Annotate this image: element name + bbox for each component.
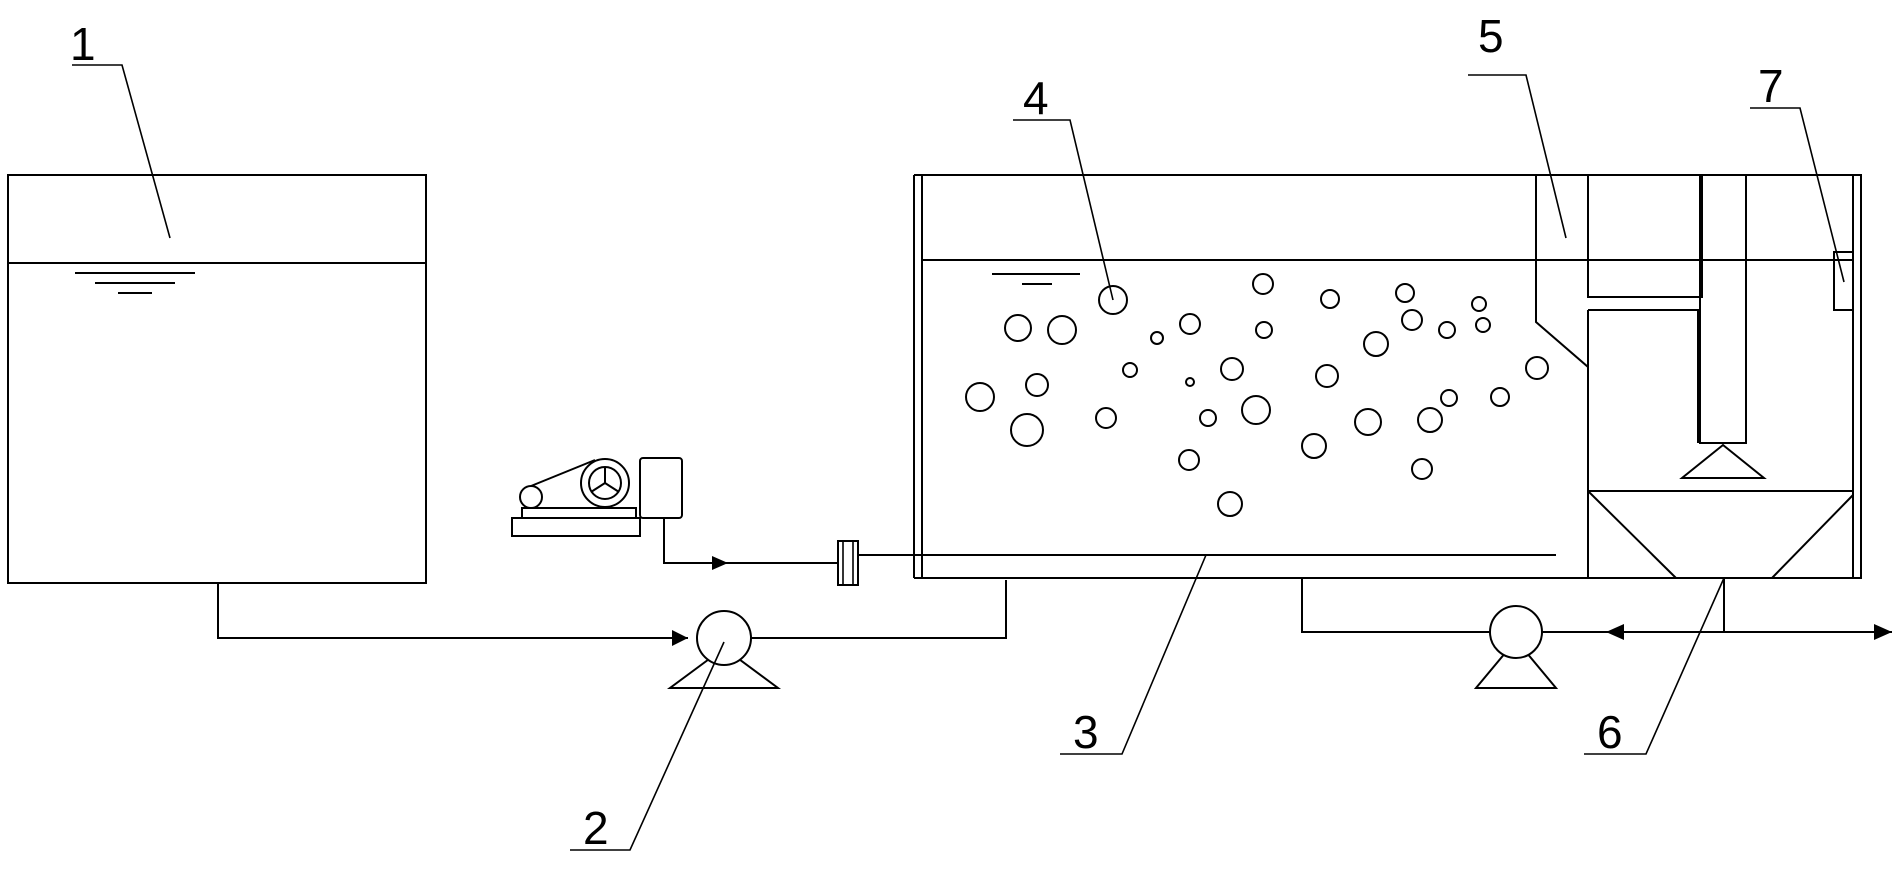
air-blower <box>511 457 683 537</box>
bubble <box>1025 373 1049 397</box>
bubble <box>1095 407 1117 429</box>
bubble <box>1150 331 1164 345</box>
overflow-outlet-7 <box>1833 251 1854 311</box>
pump-icon <box>696 610 752 666</box>
discharge-arrow-icon <box>1874 624 1892 640</box>
flow-arrow-icon <box>672 630 688 646</box>
bubble <box>1354 408 1382 436</box>
deflector-cone <box>1679 443 1767 479</box>
label-7: 7 <box>1758 60 1784 112</box>
motor-icon <box>519 485 543 509</box>
pump-base-icon <box>1473 638 1559 689</box>
component-labels: 1 2 3 4 5 6 7 <box>70 10 1784 854</box>
bubble <box>1241 395 1271 425</box>
bubble <box>1395 283 1415 303</box>
storage-tank-1 <box>7 174 427 584</box>
bubble <box>1438 321 1456 339</box>
separator-baffle-5 <box>1535 175 1854 579</box>
label-5: 5 <box>1478 10 1504 62</box>
bubble <box>1185 377 1195 387</box>
bubble <box>1490 387 1510 407</box>
bubble <box>1401 309 1423 331</box>
air-pipe <box>663 518 1556 586</box>
bubble <box>1440 389 1458 407</box>
return-arrow-icon <box>1606 624 1624 640</box>
bubble <box>1098 285 1128 315</box>
bubble <box>1004 314 1032 342</box>
bubble <box>1363 331 1389 357</box>
bubble <box>1525 356 1549 380</box>
bubble <box>1220 357 1244 381</box>
pump-base-icon <box>666 646 782 689</box>
bubble <box>1417 407 1443 433</box>
bubble <box>1122 362 1138 378</box>
pump-icon <box>1489 605 1543 659</box>
feed-pump-2 <box>666 610 782 689</box>
bubble <box>1047 315 1077 345</box>
sludge-line <box>1301 578 1892 640</box>
bubble <box>1199 409 1217 427</box>
inlet-pipe <box>217 580 1007 646</box>
leader-lines <box>72 64 1845 851</box>
bubble <box>1471 296 1487 312</box>
bubble <box>1315 364 1339 388</box>
label-6: 6 <box>1597 706 1623 758</box>
bubble <box>965 382 995 412</box>
air-valve <box>837 540 859 586</box>
bubble <box>1178 449 1200 471</box>
air-bubbles <box>965 273 1549 517</box>
label-1: 1 <box>70 18 96 70</box>
bubble <box>1301 433 1327 459</box>
bubble <box>1179 313 1201 335</box>
label-4: 4 <box>1023 72 1049 124</box>
bubble <box>1411 458 1433 480</box>
label-3: 3 <box>1073 706 1099 758</box>
bubble <box>1255 321 1273 339</box>
bubble <box>1320 289 1340 309</box>
bubble <box>1475 317 1491 333</box>
bubble <box>1217 491 1243 517</box>
label-2: 2 <box>583 802 609 854</box>
outlet-weir <box>1587 175 1854 479</box>
bubble <box>1010 413 1044 447</box>
bubble <box>1252 273 1274 295</box>
fan-wheel-icon <box>580 458 630 508</box>
reactor-tank <box>913 174 1862 579</box>
sludge-pump <box>1473 605 1559 689</box>
air-flow-arrow-icon <box>712 556 728 570</box>
